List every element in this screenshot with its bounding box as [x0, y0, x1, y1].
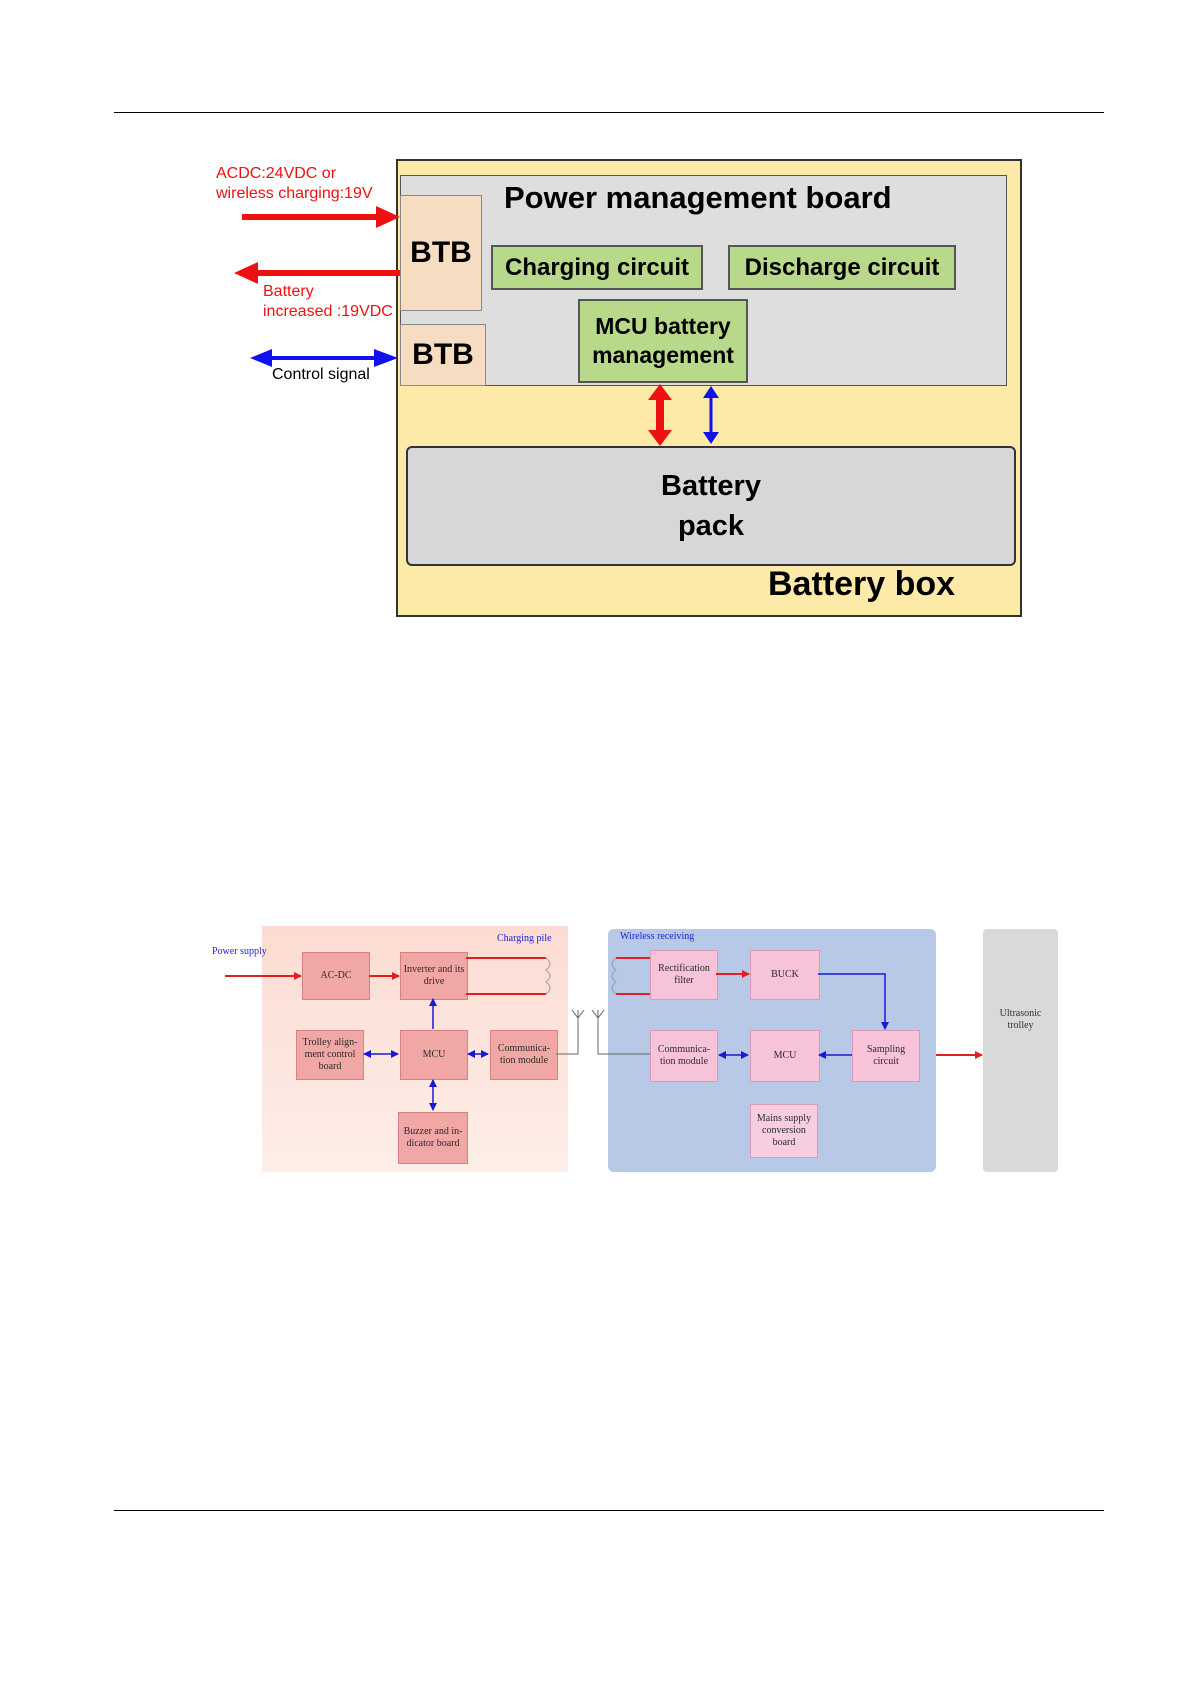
battery-box-label: Battery box — [768, 565, 956, 603]
buck-to-sampling-arrow — [818, 973, 889, 1030]
ultrasonic-trolley-label: Ultrasonic trolley — [983, 1008, 1058, 1032]
charging-pile-label: Charging pile — [497, 933, 552, 944]
charging-circuit: Charging circuit — [491, 245, 703, 290]
power-supply-label: Power supply — [212, 946, 267, 957]
comm-right-line1: Communica- — [657, 1044, 711, 1055]
diagram2-connectors — [225, 957, 983, 1111]
mcu-battery-management-line2: management — [592, 342, 734, 368]
power-link-arrow — [648, 384, 672, 446]
input-power-label-line2: wireless charging:19V — [216, 185, 373, 202]
btb-connector-top: BTB — [400, 195, 482, 311]
trolley-alignment-line3: board — [318, 1061, 342, 1072]
inverter-block-line1: Inverter and its — [403, 964, 465, 975]
buzzer-line1: Buzzer and in- — [403, 1126, 463, 1137]
comm-left-line2: tion module — [499, 1055, 549, 1066]
sampling-circuit-block: Sampling circuit — [852, 1030, 920, 1082]
ultrasonic-trolley-area — [983, 929, 1058, 1172]
antenna-link — [556, 1018, 650, 1055]
antenna-icon — [571, 1009, 605, 1019]
comm-left-line1: Communica- — [497, 1043, 551, 1054]
mcu-battery-management-line1: MCU battery — [595, 313, 731, 339]
transmit-coil — [466, 957, 551, 995]
receive-coil — [611, 957, 650, 995]
rectification-line1: Rectification — [658, 963, 710, 974]
mcu-right-block: MCU — [750, 1030, 820, 1082]
power-board-title: Power management board — [504, 180, 892, 215]
diagram1-arrows — [234, 206, 719, 446]
input-power-label-line1: ACDC:24VDC or — [216, 165, 337, 182]
battery-pack: Battery pack — [406, 446, 1016, 566]
inverter-block: Inverter and its drive — [400, 952, 468, 1000]
output-power-label: Battery increased :19VDC — [263, 282, 393, 322]
output-power-label-line2: increased :19VDC — [263, 303, 393, 320]
output-power-arrow — [234, 262, 400, 284]
buck-block: BUCK — [750, 950, 820, 1000]
input-power-label: ACDC:24VDC or wireless charging:19V — [216, 164, 373, 204]
comm-right-line2: tion module — [659, 1056, 709, 1067]
btb-connector-bottom: BTB — [400, 324, 486, 386]
ac-dc-block: AC-DC — [302, 952, 370, 1000]
sampling-line1: Sampling — [866, 1044, 906, 1055]
buzzer-line2: dicator board — [406, 1138, 460, 1149]
inverter-block-line2: drive — [423, 976, 445, 987]
control-signal-arrow — [250, 349, 398, 367]
trolley-alignment-line1: Trolley align- — [302, 1037, 358, 1048]
ultrasonic-line1: Ultrasonic — [999, 1008, 1042, 1019]
mains-line2: conversion — [762, 1125, 806, 1136]
input-power-arrow — [242, 206, 400, 228]
battery-pack-line2: pack — [677, 510, 745, 542]
sampling-line2: circuit — [873, 1056, 899, 1067]
battery-pack-line1: Battery — [661, 470, 761, 502]
signal-link-arrow — [703, 386, 719, 444]
ultrasonic-line2: trolley — [1007, 1020, 1034, 1031]
rectification-filter-block: Rectification filter — [650, 950, 718, 1000]
output-power-label-line1: Battery — [263, 283, 314, 300]
control-signal-label: Control signal — [272, 366, 370, 383]
mcu-battery-management: MCU battery management — [578, 299, 748, 383]
mains-line1: Mains supply — [756, 1113, 812, 1124]
trolley-alignment-line2: ment control — [304, 1049, 356, 1060]
footer-rule — [114, 1510, 1104, 1511]
mains-supply-block: Mains supply conversion board — [750, 1104, 818, 1158]
mcu-left-block: MCU — [400, 1030, 468, 1080]
header-rule — [114, 112, 1104, 113]
rectification-line2: filter — [674, 975, 694, 986]
wireless-receiving-label: Wireless receiving — [620, 931, 695, 942]
mains-line3: board — [772, 1137, 796, 1148]
comm-right-block: Communica- tion module — [650, 1030, 718, 1082]
discharge-circuit: Discharge circuit — [728, 245, 956, 290]
comm-left-block: Communica- tion module — [490, 1030, 558, 1080]
buzzer-indicator-block: Buzzer and in- dicator board — [398, 1112, 468, 1164]
